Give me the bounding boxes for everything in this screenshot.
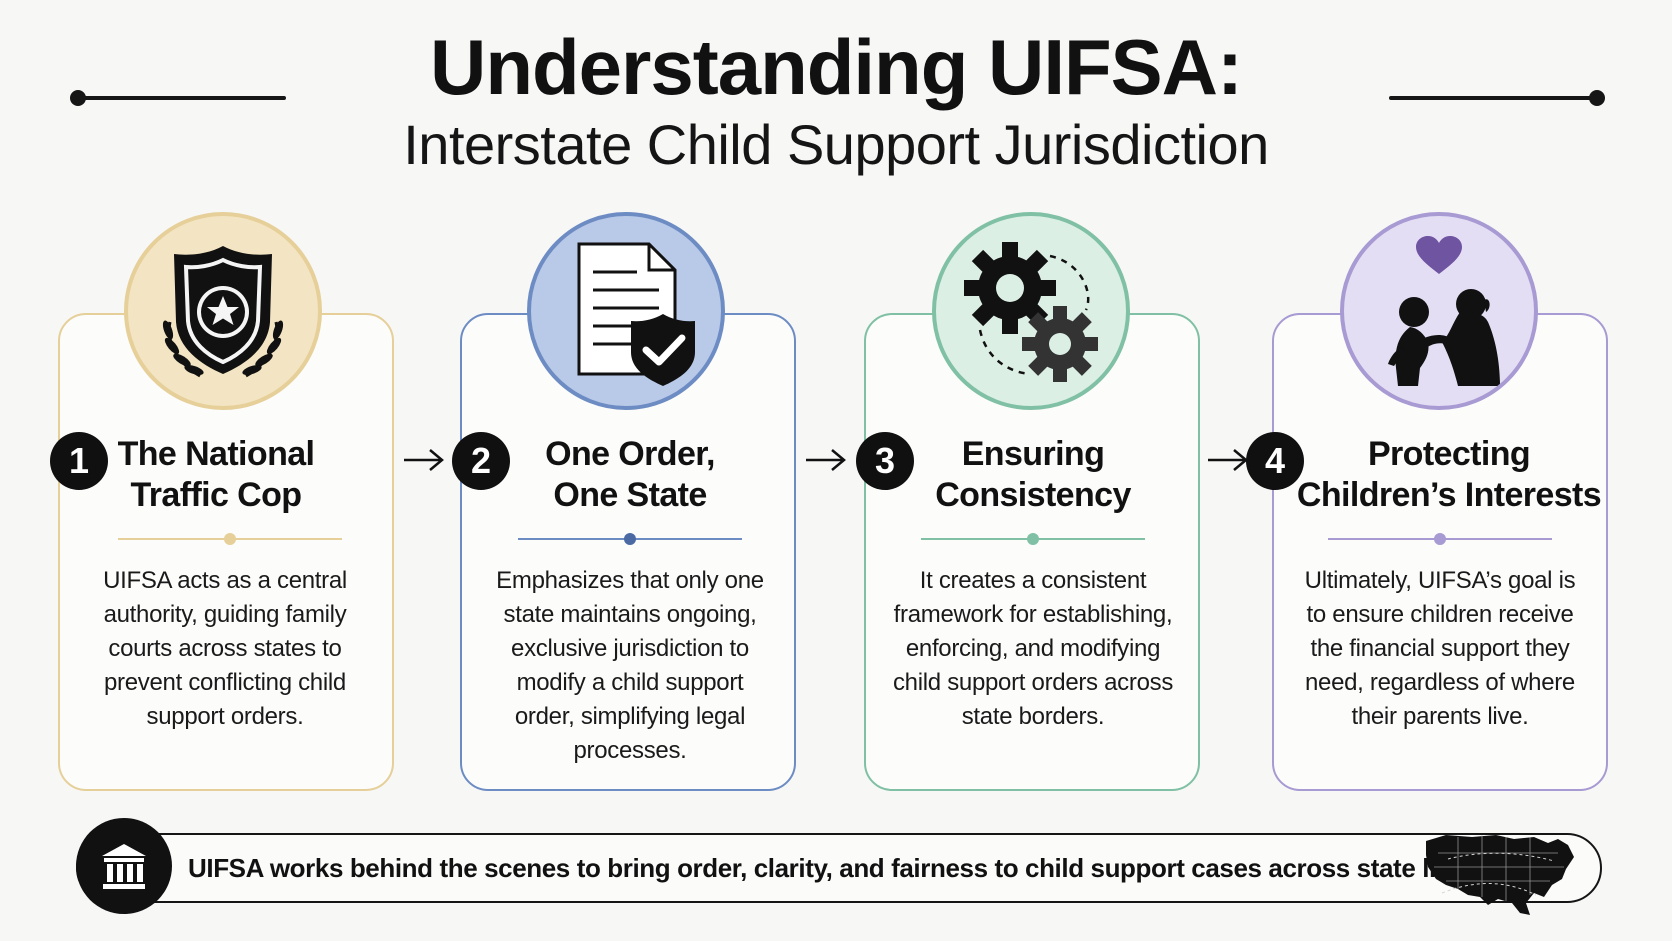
step-title-3: Ensuring Consistency (873, 434, 1193, 516)
step-title-4-line-1: Protecting (1367, 435, 1531, 473)
us-map-icon (1426, 835, 1574, 915)
police-badge-icon (162, 246, 284, 378)
step-number-3: 3 (856, 432, 914, 490)
parent-child-heart-icon (1388, 236, 1500, 386)
step-title-1: The National Traffic Cop (56, 434, 376, 516)
step-title-3-line-2: Consistency (935, 476, 1131, 514)
header: Understanding UIFSA: Interstate Child Su… (0, 24, 1672, 176)
step-title-2-line-1: One Order, (545, 435, 715, 473)
step-title-4: Protecting Children’s Interests (1279, 434, 1619, 516)
step-divider-3 (921, 533, 1145, 545)
step-divider-dot-4 (1434, 533, 1446, 545)
footer-icon-circle (76, 818, 172, 914)
step-divider-dot-1 (224, 533, 236, 545)
step-text-3: It creates a consistent framework for es… (892, 567, 1174, 730)
step-card-3 (864, 313, 1200, 791)
courthouse-icon (102, 844, 146, 889)
step-divider-1 (118, 533, 342, 545)
step-title-1-line-2: Traffic Cop (130, 476, 303, 514)
step-icon-circle-4 (1340, 212, 1538, 410)
arrow-right-icon (1208, 449, 1248, 471)
title-rule-right (1389, 90, 1605, 106)
step-icon-circle-1 (124, 212, 322, 410)
step-icon-circle-3 (932, 212, 1130, 410)
step-number-2: 2 (452, 432, 510, 490)
step-title-2-line-2: One State (553, 476, 707, 514)
page-title: Understanding UIFSA: (430, 23, 1243, 111)
step-text-4: Ultimately, UIFSA’s goal is to ensure ch… (1304, 567, 1576, 730)
us-map (1418, 823, 1586, 919)
footer-bar (76, 833, 1602, 903)
page-subtitle: Interstate Child Support Jurisdiction (403, 113, 1269, 176)
step-number-1: 1 (50, 432, 108, 490)
step-icon-circle-2 (527, 212, 725, 410)
step-title-4-line-2: Children’s Interests (1296, 476, 1602, 514)
step-title-1-line-1: The National (117, 435, 315, 473)
arrow-right-icon (404, 449, 444, 471)
title-rule-left (70, 90, 286, 106)
step-text-1: UIFSA acts as a central authority, guidi… (103, 567, 347, 730)
footer-text: UIFSA works behind the scenes to bring o… (188, 853, 1487, 883)
step-text-2: Emphasizes that only one state maintains… (496, 567, 764, 764)
step-title-2: One Order, One State (470, 434, 790, 516)
step-divider-4 (1328, 533, 1552, 545)
arrow-right-icon (806, 449, 846, 471)
document-shield-icon (577, 242, 695, 386)
step-number-4: 4 (1246, 432, 1304, 490)
step-divider-dot-3 (1027, 533, 1039, 545)
gears-icon (964, 242, 1098, 382)
step-divider-dot-2 (624, 533, 636, 545)
step-title-3-line-1: Ensuring (961, 435, 1105, 473)
step-divider-2 (518, 533, 742, 545)
